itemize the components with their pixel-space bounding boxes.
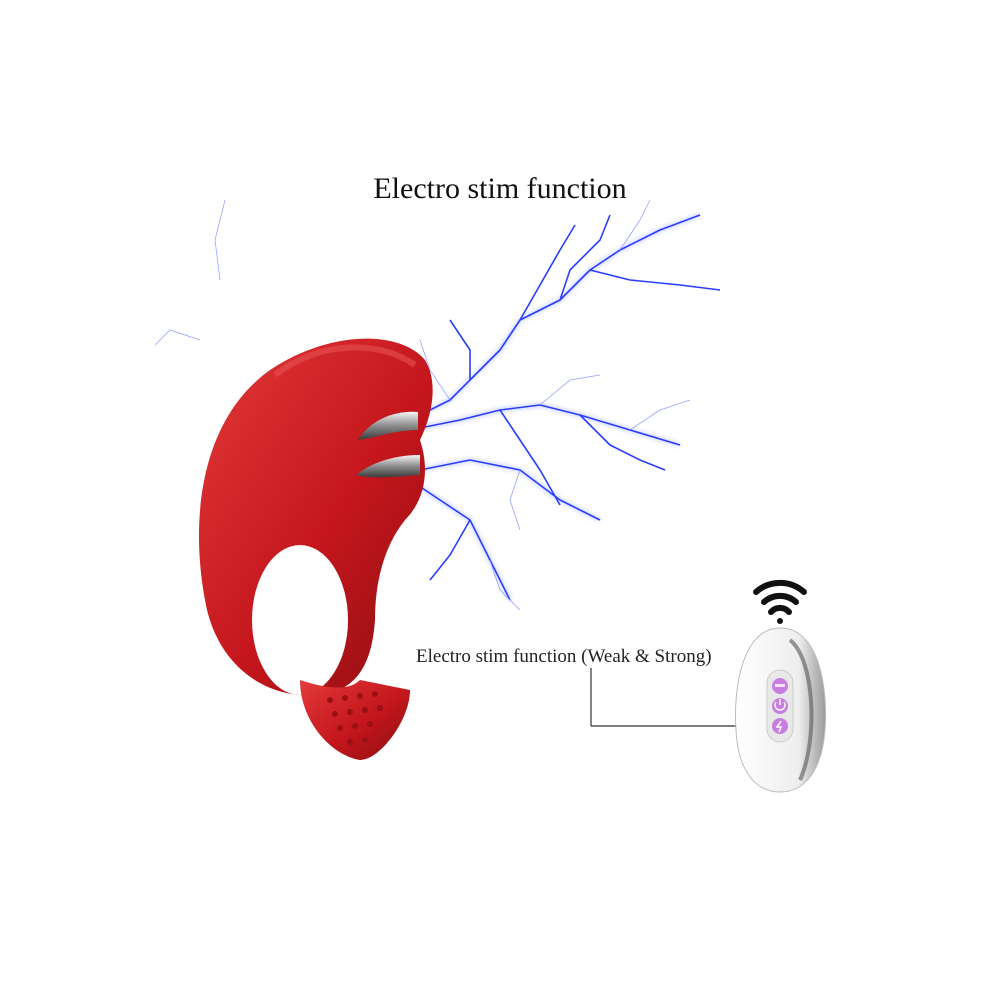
lightning-bolts xyxy=(154,199,721,611)
electrode-contacts xyxy=(356,411,420,478)
wifi-signal-icon xyxy=(753,579,807,624)
callout-label: Electro stim function (Weak & Strong) xyxy=(416,646,712,667)
page-title: Electro stim function xyxy=(373,172,627,205)
ring-device xyxy=(198,338,433,760)
remote-control xyxy=(735,627,827,793)
electro-stim-button[interactable] xyxy=(772,718,788,734)
